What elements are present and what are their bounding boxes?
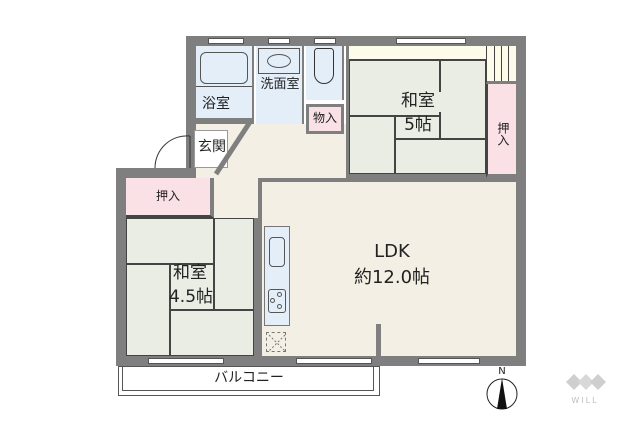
washitsu-5-label-2: 5帖 (404, 115, 432, 135)
balcony-label: バルコニー (214, 370, 284, 386)
storage-small-label: 物入 (312, 111, 337, 125)
entrance-diagonal-wall (213, 120, 253, 176)
window-washitsu-5 (396, 38, 466, 44)
entrance-label: 玄関 (198, 139, 226, 155)
washitsu-5-label-1: 和室 (393, 91, 443, 112)
washroom-label: 洗面室 (260, 77, 300, 92)
wall-outer-left-upper (186, 36, 196, 176)
toilet (306, 46, 344, 100)
stairs (486, 46, 516, 84)
bathroom-label: 浴室 (202, 96, 230, 112)
window-ldk-right (418, 358, 480, 364)
closet-left-label: 押入 (155, 189, 180, 203)
washitsu-4-5: 和室 4.5帖 (126, 218, 258, 356)
window-washitsu-4-5 (148, 358, 224, 364)
wall-left-block-top (116, 168, 221, 178)
window-bathroom (208, 38, 244, 44)
wall-outer-top (186, 36, 524, 46)
ldk-label-1: LDK (374, 241, 410, 262)
storage-small: 物入 (306, 104, 344, 134)
will-logo-text: WILL (571, 396, 599, 405)
washitsu-4-5-label-1: 和室 (173, 263, 207, 283)
stove-icon (268, 289, 286, 313)
sink-icon (258, 48, 300, 74)
window-washroom (268, 38, 290, 44)
balcony: バルコニー (118, 366, 380, 396)
kitchen-sink-icon (269, 237, 285, 267)
kitchen-counter (264, 226, 290, 326)
wall-left-block-left (116, 168, 126, 366)
refrigerator-space (266, 332, 286, 352)
will-logo-icon (566, 374, 606, 390)
compass: N (484, 366, 520, 412)
washitsu-5: 和室 5帖 (346, 46, 486, 178)
window-toilet (314, 38, 336, 44)
ldk-label-2: 約12.0帖 (353, 267, 431, 288)
entrance-door-swing (154, 135, 191, 169)
closet-right-label: 押入 (495, 122, 510, 146)
closet-left: 押入 (126, 178, 214, 218)
will-logo: WILL (560, 370, 610, 410)
toilet-icon (314, 48, 334, 84)
entrance: 玄関 (194, 130, 228, 168)
wall-stub (376, 324, 381, 360)
ldk: LDK 約12.0帖 (258, 178, 516, 360)
compass-arrow-icon (486, 378, 518, 410)
wall-outer-right (516, 36, 526, 366)
closet-right: 押入 (486, 84, 516, 178)
bathroom: 浴室 (196, 46, 254, 124)
washroom: 洗面室 (256, 46, 304, 124)
compass-north-label: N (498, 366, 506, 377)
bathtub-icon (200, 52, 248, 84)
washitsu-4-5-label-2: 4.5帖 (168, 287, 214, 307)
window-ldk-left (296, 358, 372, 364)
